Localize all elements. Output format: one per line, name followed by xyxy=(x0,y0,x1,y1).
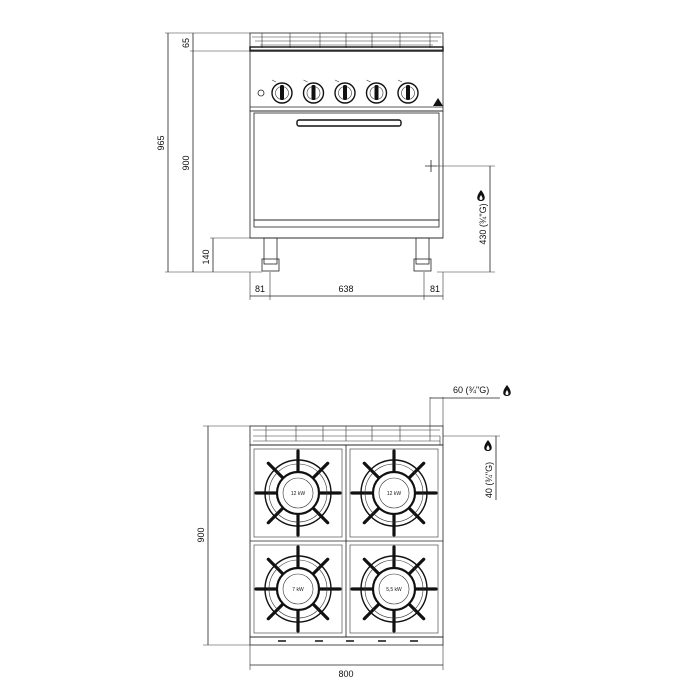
burners: 12 kW 12 kW 7 kW 5,5 kW xyxy=(253,448,439,634)
dim-leg-span: 638 xyxy=(338,284,353,294)
oven-door-handle xyxy=(296,119,402,127)
knob-icon xyxy=(365,79,388,104)
gas-flame-icon-side xyxy=(484,440,492,451)
knob-icon xyxy=(397,79,419,104)
gas-connection-dimension xyxy=(429,397,500,426)
cooktop-top xyxy=(249,32,444,52)
dim-depth: 900 xyxy=(196,527,206,542)
gas-inlet-dimension xyxy=(437,165,495,273)
dim-body-height: 900 xyxy=(181,155,191,170)
top-back-panel xyxy=(249,425,444,446)
burner: 5,5 kW xyxy=(349,544,439,634)
gas-flame-icon xyxy=(477,190,485,201)
gas-flame-icon-top xyxy=(503,385,511,396)
dim-right-offset: 81 xyxy=(430,284,440,294)
pilot-indicator xyxy=(257,89,265,97)
burner-power-label: 7 kW xyxy=(292,587,304,593)
top-depth-dimension xyxy=(203,425,250,646)
knob-icon xyxy=(302,79,325,104)
knob-icon xyxy=(271,79,293,104)
warning-triangle-icon xyxy=(433,98,443,106)
front-horizontal-dimensions xyxy=(249,272,444,300)
dim-total-height: 965 xyxy=(156,135,166,150)
knob-icon xyxy=(334,79,356,104)
front-knob-strip xyxy=(249,636,444,646)
front-vertical-dimensions xyxy=(165,32,262,273)
gas-inlet-marker xyxy=(425,160,437,172)
dim-left-offset: 81 xyxy=(255,284,265,294)
front-view: 965 65 900 140 81 638 81 430 (¾"G) xyxy=(156,32,495,300)
burner-power-label: 12 kW xyxy=(387,491,401,497)
control-panel xyxy=(249,50,444,112)
dim-gas-inlet: 430 (¾"G) xyxy=(478,203,488,244)
top-view: 12 kW 12 kW 7 kW 5,5 kW 900 800 60 (¾"G) xyxy=(196,385,511,679)
burner-power-label: 5,5 kW xyxy=(386,587,402,593)
dim-gas-connection: 60 (¾"G) xyxy=(453,385,489,395)
control-knobs xyxy=(271,79,419,104)
dim-leg-height: 140 xyxy=(201,249,211,264)
top-width-dimension xyxy=(249,645,444,670)
burner: 12 kW xyxy=(253,448,343,538)
dim-top-height: 65 xyxy=(181,38,191,48)
front-legs xyxy=(261,237,432,272)
side-connection-dimension xyxy=(439,435,500,500)
oven-body xyxy=(249,110,444,239)
burner-power-label: 12 kW xyxy=(291,491,305,497)
dim-side-connection: 40 (¾"G) xyxy=(484,462,494,498)
burner: 7 kW xyxy=(253,544,343,634)
burner: 12 kW xyxy=(349,448,439,538)
dim-width: 800 xyxy=(338,669,353,679)
